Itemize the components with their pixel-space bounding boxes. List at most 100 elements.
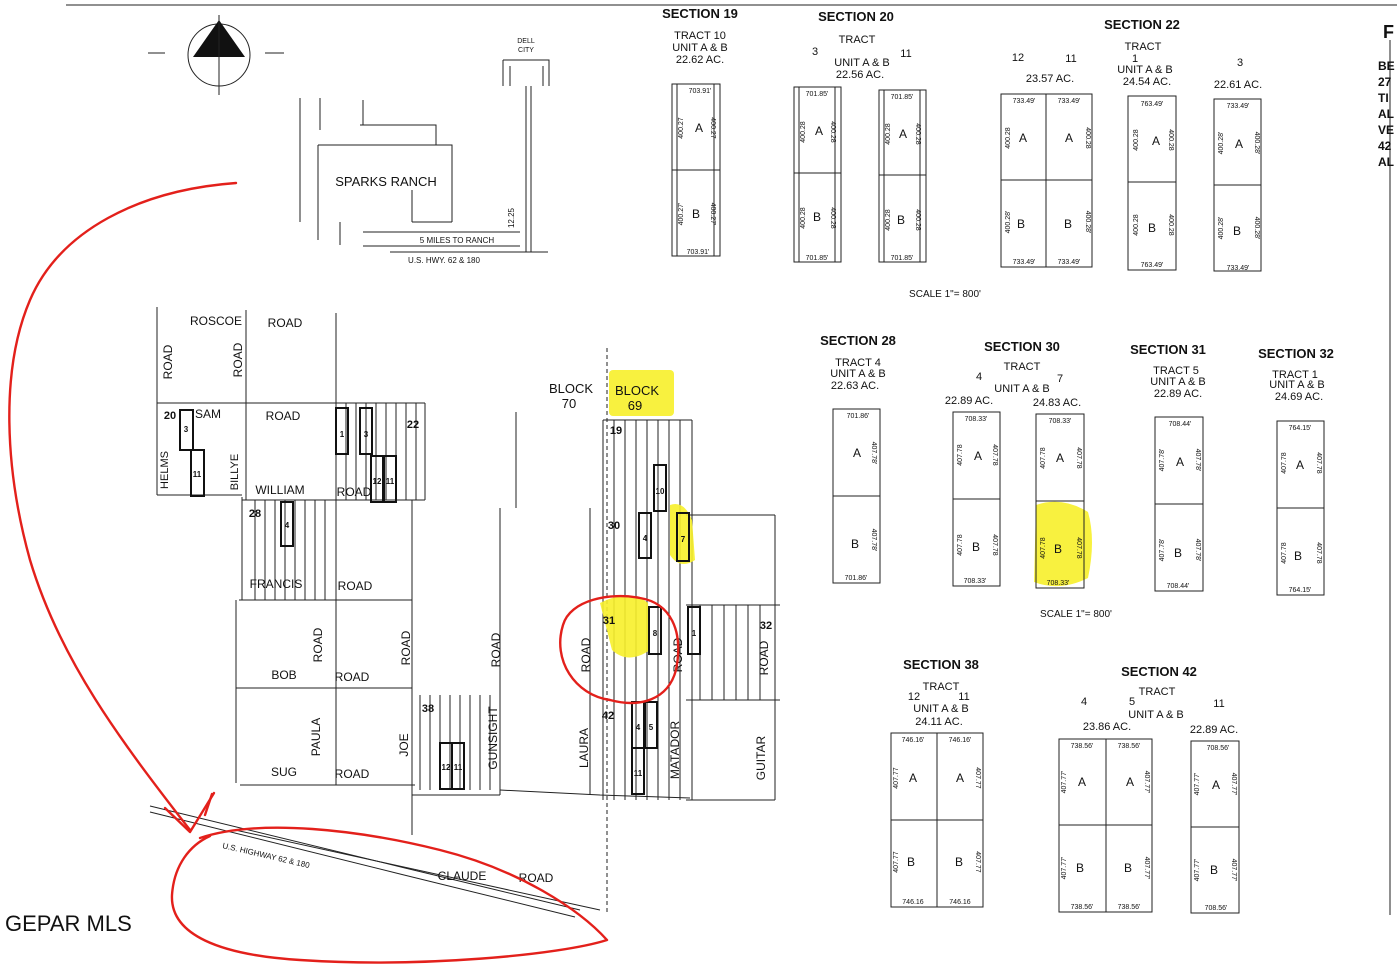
unit-line: UNIT A & B: [672, 42, 727, 54]
unit-a-label: A: [853, 446, 861, 460]
dimension: 701.85': [891, 255, 914, 262]
section-30-unit-b-highlight: [1034, 501, 1092, 587]
tract-number: 7: [1057, 373, 1063, 385]
dimension: 400.28: [1084, 127, 1091, 149]
tract-number: 11: [1065, 53, 1076, 65]
acres-line: 22.89 AC.: [1154, 388, 1202, 400]
unit-b-label: B: [1017, 217, 1025, 231]
unit-a-label: A: [899, 127, 907, 141]
dimension: 738.56': [1071, 904, 1094, 911]
dimension: 407.78: [991, 444, 998, 466]
tract-number: 4: [285, 521, 290, 530]
section-31: SECTION 31 TRACT 5 UNIT A & B 22.89 AC. …: [1130, 342, 1206, 592]
dimension: 407.78': [870, 529, 877, 552]
dimension: 733.49': [1058, 259, 1081, 266]
tract-number: 3: [364, 430, 369, 439]
guitar-road-label: GUITAR: [754, 735, 768, 780]
section-number: 42: [602, 710, 614, 722]
dimension: 400.28: [800, 121, 807, 143]
unit-a-label: A: [815, 124, 823, 138]
unit-a-label: A: [1235, 137, 1243, 151]
matador-road-label: MATADOR: [668, 721, 682, 780]
us-highway-label: U.S. HIGHWAY 62 & 180: [222, 841, 311, 870]
tract-number: 12: [908, 691, 920, 703]
road-label-vertical: ROAD: [399, 630, 413, 665]
sam-road-label: SAM: [195, 407, 221, 421]
unit-b-label: B: [972, 540, 980, 554]
tract-line: TRACT: [1139, 686, 1176, 698]
dimension: 400.28: [829, 207, 836, 229]
dimension: 400.28: [1133, 214, 1140, 236]
tract-number: 11: [958, 691, 969, 703]
unit-a-label: A: [1019, 131, 1027, 145]
unit-a-label: A: [1078, 775, 1086, 789]
dimension: 733.49': [1227, 265, 1250, 272]
section-heading: SECTION 30: [984, 339, 1060, 354]
dimension: 407.78': [1194, 449, 1201, 472]
dimension: 407.78: [991, 534, 998, 556]
dimension: 407.77: [974, 767, 981, 789]
dimension: 400.27: [678, 117, 685, 139]
dimension: 746.16: [902, 899, 924, 906]
section-19: SECTION 19 TRACT 10 UNIT A & B 22.62 AC.…: [662, 6, 738, 257]
edge-line: TI: [1378, 91, 1389, 105]
right-edge-text: F BE 27 TI AL VE 42 AL: [1378, 22, 1395, 169]
tract-line: TRACT 10: [674, 30, 726, 42]
dimension: 407.78: [1315, 452, 1322, 474]
dimension: 407.78: [1281, 542, 1288, 564]
road-label: ROAD: [335, 670, 370, 684]
section-heading: SECTION 28: [820, 333, 896, 348]
dimension: 407.78': [1194, 539, 1201, 562]
section-number: 20: [164, 410, 176, 422]
dimension: 733.49': [1227, 103, 1250, 110]
dimension: 708.33': [1049, 418, 1072, 425]
red-arrowhead-icon: [163, 791, 216, 834]
highway-line: [149, 805, 581, 918]
sug-road-label: SUG: [271, 765, 297, 779]
acres-line: 22.62 AC.: [676, 54, 724, 66]
red-annotation-arrow: [8, 181, 238, 832]
dimension: 400.28': [1253, 217, 1260, 240]
tract-number-labels: 3 11 1 3 12 11 4 10 4 7 8 1 4 5 11 12 11: [184, 425, 697, 778]
dimension: 701.85': [891, 94, 914, 101]
section-32: SECTION 32 TRACT 1 UNIT A & B 24.69 AC. …: [1258, 346, 1334, 596]
unit-b-label: B: [1064, 217, 1072, 231]
section-number: 19: [610, 425, 622, 437]
tract-number: 1: [692, 629, 697, 638]
dimension: 746.16: [949, 899, 971, 906]
road-label: ROAD: [519, 871, 554, 885]
tract-number: 4: [643, 534, 648, 543]
section-heading: SECTION 31: [1130, 342, 1206, 357]
dimension: 763.49': [1141, 101, 1164, 108]
watermark: GEPAR MLS: [5, 911, 132, 936]
tract-line: TRACT: [1125, 41, 1162, 53]
dimension: 733.49': [1013, 259, 1036, 266]
dimension: 407.78: [957, 534, 964, 556]
section-number: 32: [760, 620, 772, 632]
edge-line: AL: [1378, 155, 1394, 169]
road-label-vertical: ROAD: [489, 632, 503, 667]
road-label: ROAD: [338, 579, 373, 593]
dimension: 407.77': [1143, 857, 1150, 880]
dimension: 407.77: [893, 851, 900, 873]
unit-a-label: A: [1176, 455, 1184, 469]
section-31-highlight: [600, 595, 650, 658]
edge-line: 27: [1378, 75, 1392, 89]
dimension: 763.49': [1141, 262, 1164, 269]
dimension: 407.78: [1075, 447, 1082, 469]
unit-line: UNIT A & B: [834, 57, 889, 69]
dimension: 407.78: [1315, 542, 1322, 564]
unit-b-label: B: [1124, 861, 1132, 875]
unit-b-label: B: [1174, 546, 1182, 560]
tract-number: 4: [1081, 696, 1087, 708]
dimension: 400.27': [709, 203, 716, 226]
tract-number: 11: [1213, 698, 1224, 710]
distance-label: 12.25: [507, 207, 516, 228]
tract-rectangles: [179, 407, 701, 795]
tract-number: 11: [634, 769, 643, 778]
subdivision-grid: [156, 307, 780, 915]
edge-letter: F: [1383, 22, 1394, 42]
